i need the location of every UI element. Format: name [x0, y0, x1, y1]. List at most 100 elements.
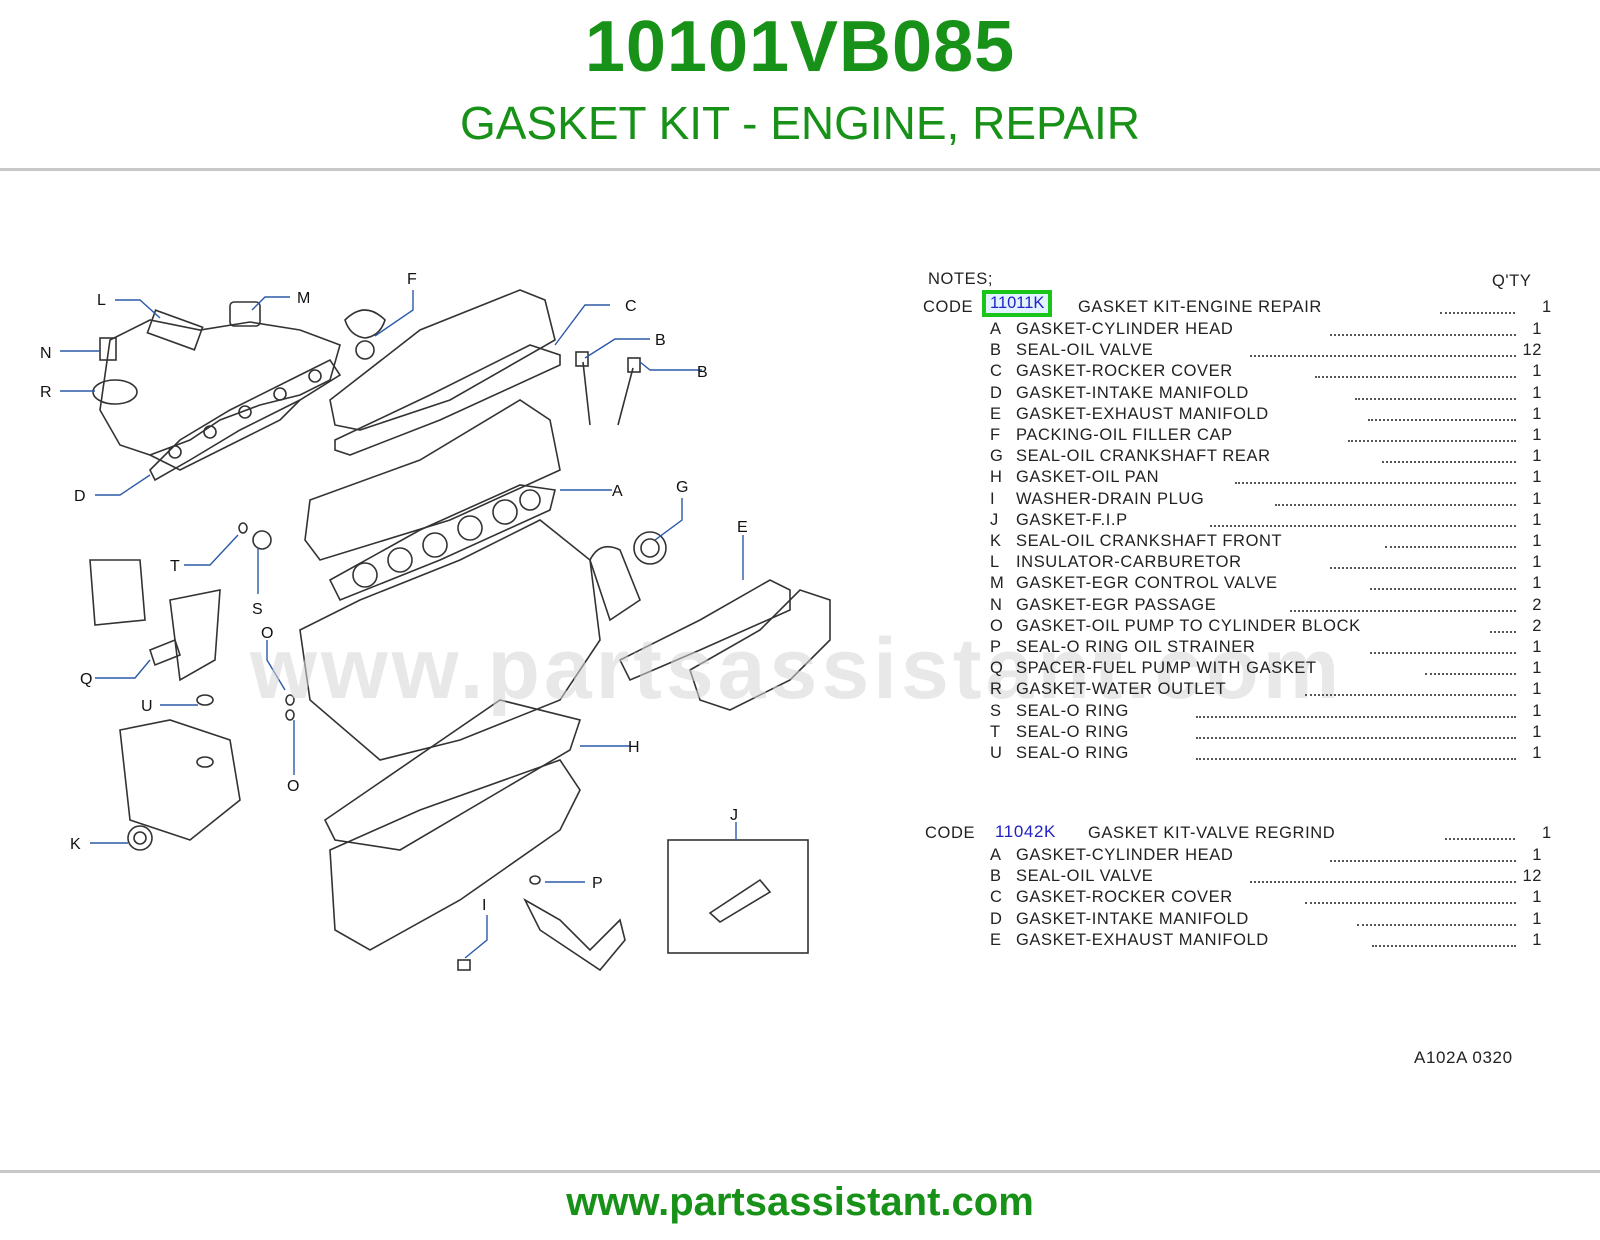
part-qty: 1 [1532, 744, 1542, 762]
part-row: H GASKET-OIL PAN 1 [920, 468, 1560, 488]
part-qty: 1 [1532, 383, 1542, 402]
dot-leader [1330, 320, 1516, 336]
dot-leader [1235, 468, 1516, 485]
callout-U: U [141, 698, 153, 715]
code-label: CODE [925, 824, 976, 842]
reference-code: A102A 0320 [1414, 1048, 1513, 1067]
callout-Q: Q [80, 671, 92, 688]
part-name: GASKET-EGR PASSAGE [1016, 595, 1217, 614]
dot-leader [1445, 824, 1515, 840]
dot-leader [1210, 511, 1516, 527]
exploded-engine-diagram: L M F C N B B R A G D E T S O Q U H O K … [40, 271, 831, 972]
callout-L: L [97, 292, 106, 309]
part-letter: T [990, 722, 1001, 741]
part-qty: 1 [1532, 638, 1542, 656]
part-qty: 1 [1532, 468, 1542, 487]
callout-K: K [70, 836, 81, 853]
dot-leader [1368, 405, 1516, 421]
callout-F: F [407, 271, 417, 288]
dot-leader [1275, 490, 1516, 506]
dot-leader [1250, 867, 1516, 884]
kit1-name: GASKET KIT-ENGINE REPAIR [1078, 298, 1322, 316]
part-letter: B [990, 341, 1002, 360]
part-name: GASKET-EXHAUST MANIFOLD [1016, 404, 1269, 423]
part-qty: 1 [1532, 447, 1542, 466]
part-name: SEAL-O RING [1016, 701, 1129, 720]
part-letter: I [990, 489, 996, 508]
callout-A: A [612, 483, 623, 500]
part-name: GASKET-OIL PAN [1016, 468, 1160, 487]
callout-D: D [74, 488, 86, 505]
part-qty: 2 [1532, 616, 1542, 635]
part-name: GASKET-CYLINDER HEAD [1016, 846, 1234, 864]
kit2-code-link[interactable]: 11042K [995, 822, 1056, 841]
part-qty: 1 [1532, 909, 1542, 928]
dot-leader [1382, 447, 1516, 464]
part-qty: 1 [1532, 888, 1542, 907]
part-name: GASKET-EGR CONTROL VALVE [1016, 574, 1278, 593]
part-description: GASKET KIT - ENGINE, REPAIR [460, 97, 1140, 149]
part-letter: E [990, 930, 1002, 949]
part-name: GASKET-F.I.P [1016, 510, 1128, 529]
part-name: GASKET-INTAKE MANIFOLD [1016, 383, 1249, 402]
part-qty: 1 [1532, 659, 1542, 678]
part-letter: U [990, 744, 1003, 762]
part-letter: K [990, 532, 1002, 550]
part-row: A GASKET-CYLINDER HEAD 1 [920, 846, 1560, 866]
part-letter: H [990, 468, 1003, 487]
part-qty: 1 [1532, 680, 1542, 699]
part-name: GASKET-CYLINDER HEAD [1016, 320, 1234, 338]
callout-B-2: B [697, 364, 708, 381]
callout-M: M [297, 290, 310, 307]
footer-divider [0, 1170, 1600, 1173]
footer-website[interactable]: www.partsassistant.com [566, 1180, 1034, 1224]
part-qty: 1 [1532, 426, 1542, 444]
page-header: 10101VB085 GASKET KIT - ENGINE, REPAIR [0, 0, 1600, 168]
part-name: SEAL-O RING [1016, 744, 1129, 762]
dot-leader [1385, 532, 1516, 548]
dot-leader [1425, 659, 1516, 676]
part-letter: D [990, 909, 1003, 928]
part-qty: 1 [1532, 930, 1542, 949]
part-letter: Q [990, 659, 1004, 678]
part-qty: 1 [1532, 404, 1542, 423]
callout-H: H [628, 739, 640, 756]
dot-leader [1290, 596, 1516, 612]
part-letter: C [990, 362, 1003, 381]
part-qty: 1 [1532, 489, 1542, 508]
part-qty: 1 [1532, 320, 1542, 338]
part-name: SEAL-O RING OIL STRAINER [1016, 638, 1256, 656]
part-letter: F [990, 426, 1001, 444]
part-letter: G [990, 447, 1004, 466]
part-letter: M [990, 574, 1005, 593]
dot-leader [1330, 846, 1516, 862]
kit2-name: GASKET KIT-VALVE REGRIND [1088, 824, 1336, 842]
kit2-qty: 1 [1542, 824, 1552, 842]
part-letter: A [990, 846, 1002, 864]
dot-leader [1330, 553, 1516, 570]
part-qty: 12 [1522, 341, 1542, 360]
part-qty: 1 [1532, 846, 1542, 864]
dot-leader [1250, 341, 1516, 358]
part-name: SEAL-OIL VALVE [1016, 867, 1154, 886]
part-name: WASHER-DRAIN PLUG [1016, 489, 1205, 508]
part-name: GASKET-INTAKE MANIFOLD [1016, 909, 1249, 928]
part-qty: 1 [1532, 510, 1542, 529]
part-letter: O [990, 616, 1004, 635]
part-name: GASKET-OIL PUMP TO CYLINDER BLOCK [1016, 616, 1361, 635]
part-row: D GASKET-INTAKE MANIFOLD 1 [920, 910, 1560, 930]
kit1-code-link[interactable]: 11011K [982, 290, 1053, 317]
part-name: SEAL-OIL CRANKSHAFT FRONT [1016, 532, 1283, 550]
